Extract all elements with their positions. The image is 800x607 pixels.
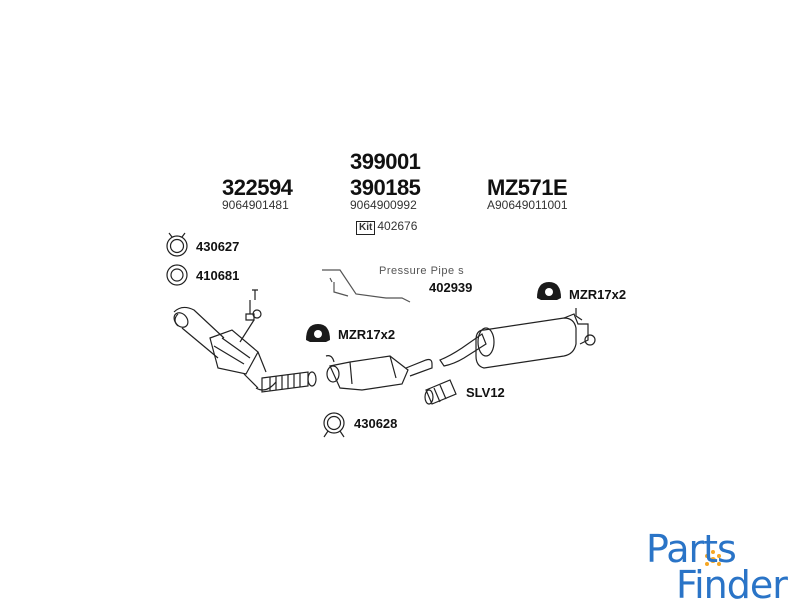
pressure-pipes-icon xyxy=(322,269,411,303)
label-mount-right: MZR17x2 xyxy=(569,287,627,302)
sleeve-slv12-icon xyxy=(424,379,457,405)
label-430627: 430627 xyxy=(196,239,240,254)
rubber-mount-right-icon xyxy=(537,282,561,300)
rubber-mount-left-icon xyxy=(306,324,330,342)
center-silencer-icon xyxy=(325,355,433,391)
label-410681: 410681 xyxy=(196,268,240,283)
label-slv12: SLV12 xyxy=(466,385,505,400)
logo-line-2: Finder xyxy=(676,563,788,607)
part-number-390185: 390185 xyxy=(350,175,421,200)
kit-number: 402676 xyxy=(377,219,418,233)
oem-number-col2: 9064900992 xyxy=(350,198,417,212)
label-pressure-pipes: Pressure Pipe s xyxy=(379,265,465,277)
flex-pipe-icon xyxy=(261,371,317,393)
label-402939: 402939 xyxy=(429,280,473,295)
logo-accent-icon xyxy=(705,550,721,566)
oem-number-col1: 9064901481 xyxy=(222,198,289,212)
part-number-322594: 322594 xyxy=(222,175,293,200)
oem-number-col3: A90649011001 xyxy=(487,198,568,212)
front-pipe-catalyst-icon xyxy=(173,289,277,391)
logo-line-1: Parts xyxy=(646,527,737,571)
rear-silencer-icon xyxy=(439,308,596,369)
part-number-mz571e: MZ571E xyxy=(487,175,568,200)
kit-badge: Kit xyxy=(356,221,376,235)
partsfinder-logo: Parts Finder xyxy=(646,527,788,607)
label-430628: 430628 xyxy=(354,416,398,431)
label-mount-left: MZR17x2 xyxy=(338,327,396,342)
clamp-430628-icon xyxy=(323,412,345,438)
ring-410681-icon xyxy=(166,264,188,286)
part-number-399001: 399001 xyxy=(350,149,421,174)
clamp-430627-icon xyxy=(166,232,188,257)
